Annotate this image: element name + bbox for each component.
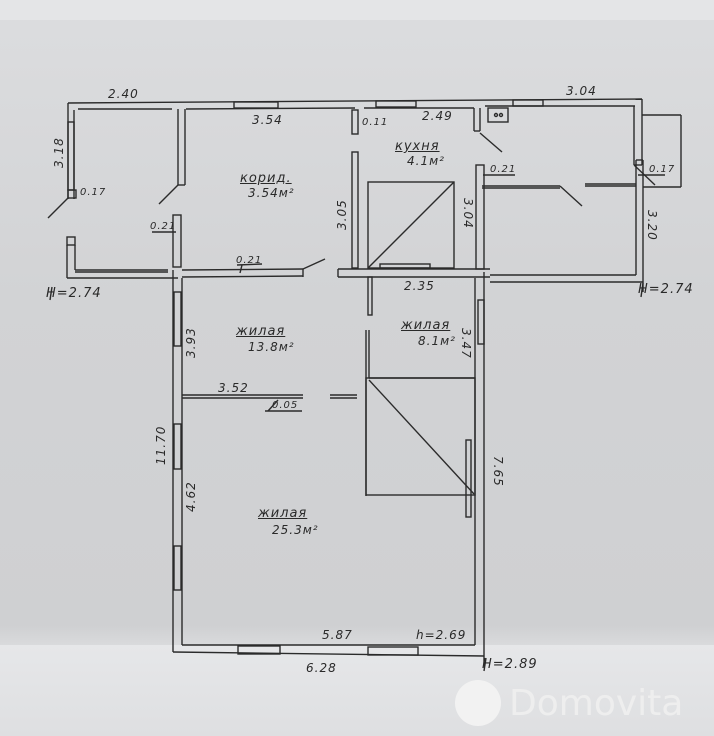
dim-top-left-width: 2.40	[108, 87, 139, 101]
dim-room-8-height: 3.47	[459, 328, 473, 359]
watermark-brand: Domovita	[509, 682, 684, 724]
room-label-corridor: корид.	[240, 171, 292, 186]
mark-room-divider: 0.05	[272, 400, 299, 411]
mark-kitchen-partition: 0.11	[362, 117, 389, 128]
dim-stove-right: 3.04	[461, 198, 475, 229]
dim-porch-height: 3.18	[52, 137, 66, 168]
domovita-logo-icon	[455, 680, 501, 726]
dim-room-25-height: 4.62	[184, 481, 198, 512]
dim-right-room-height: 3.20	[645, 210, 659, 241]
mark-right-room-partition: 0.21	[490, 164, 517, 175]
dim-room-25-width: 5.87	[322, 628, 353, 642]
room-label-living-13: жилая	[236, 324, 286, 339]
room-area-corridor: 3.54м²	[248, 186, 295, 200]
mark-corridor-partition: 0.21	[236, 255, 263, 266]
dim-right-total-height: 7.65	[491, 456, 505, 487]
room-label-living-8: жилая	[401, 318, 451, 333]
domovita-watermark: Domovita	[455, 680, 683, 726]
room-area-kitchen: 4.1м²	[407, 154, 445, 168]
room-area-living-25: 25.3м²	[272, 523, 319, 537]
mark-porch-left: 0.17	[80, 187, 107, 198]
dim-total-height: 11.70	[154, 425, 168, 465]
mark-porch-door: 0.21	[150, 221, 177, 232]
dim-kitchen-width: 2.49	[422, 109, 453, 123]
dim-room-13-height: 3.93	[184, 327, 198, 358]
outer-walls	[47, 98, 682, 666]
room-label-kitchen: кухня	[395, 139, 440, 154]
dim-mid-room-width: 2.35	[404, 279, 435, 293]
room-area-living-13: 13.8м²	[248, 340, 295, 354]
paper-top-band	[0, 0, 714, 20]
height-left: H=2.74	[46, 286, 102, 301]
dim-room-13-width: 3.52	[218, 381, 249, 395]
room-area-living-8: 8.1м²	[418, 334, 456, 348]
height-bottom: H=2.89	[482, 657, 538, 672]
interior-walls	[181, 107, 665, 496]
height-markers	[49, 282, 644, 672]
dim-stove-left: 3.05	[335, 199, 349, 230]
room-label-living-25: жилая	[258, 506, 308, 521]
height-right: H=2.74	[638, 282, 694, 297]
paper-fold	[0, 645, 714, 736]
dim-corridor-width: 3.54	[252, 113, 283, 127]
dim-right-top-width: 3.04	[566, 84, 597, 98]
mark-right-outer: 0.17	[649, 164, 676, 175]
ceiling-room-25: h=2.69	[416, 628, 467, 642]
dim-total-width: 6.28	[306, 661, 337, 675]
